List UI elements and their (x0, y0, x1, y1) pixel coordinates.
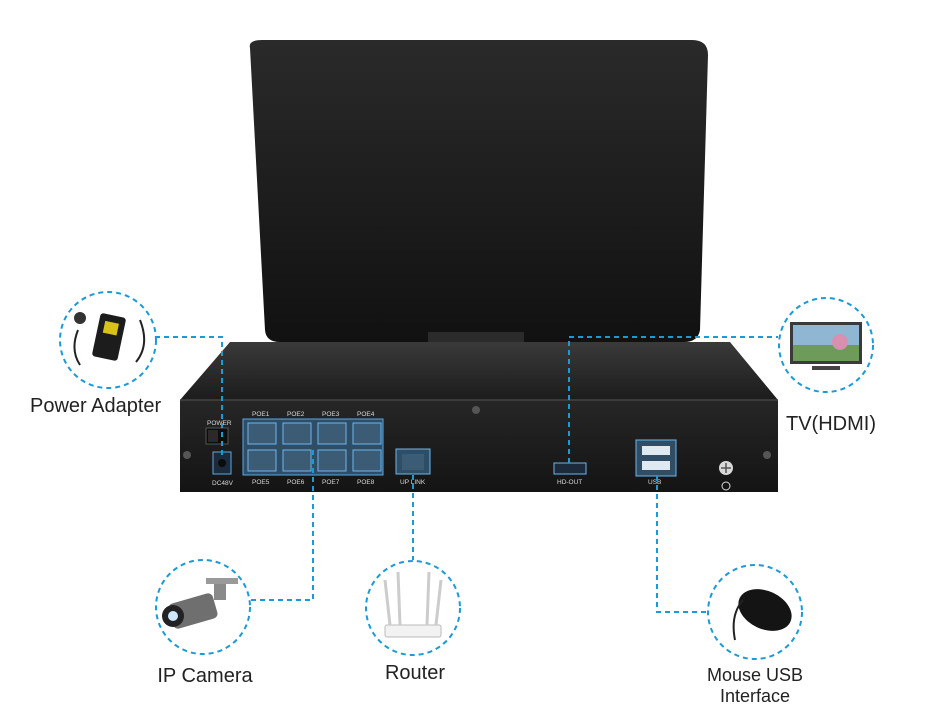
ip-camera-illustration (155, 559, 251, 655)
poe5-label: POE5 (252, 479, 270, 486)
poe2-label: POE2 (287, 411, 305, 418)
screw-top (472, 406, 480, 414)
power-adapter-illustration (59, 291, 157, 389)
poe-ports (247, 422, 382, 472)
router-illustration (365, 560, 461, 656)
connection-lines (155, 336, 778, 613)
dc-label: DC48V (212, 480, 234, 487)
ip-camera-label: IP Camera (157, 665, 253, 687)
link-mouse (656, 476, 708, 613)
mouse-label-line1: Mouse USB (706, 665, 804, 685)
link-power (155, 336, 223, 455)
poe3-label: POE3 (322, 411, 340, 418)
poe8-label: POE8 (357, 479, 375, 486)
monitor-screen (249, 40, 708, 350)
tv-illustration (778, 297, 874, 393)
screw-left (183, 451, 191, 459)
power-adapter-label: Power Adapter (30, 395, 162, 417)
poe6-label: POE6 (287, 479, 305, 486)
mouse-illustration (707, 564, 803, 660)
link-tv (568, 336, 778, 463)
screw-right (763, 451, 771, 459)
tv-hdmi-label: TV(HDMI) (786, 413, 876, 435)
hdout-label: HD-OUT (557, 479, 582, 486)
poe4-label: POE4 (357, 411, 375, 418)
router-label: Router (384, 662, 446, 684)
usb-port-block (635, 439, 677, 477)
hdout-port (553, 462, 587, 475)
uplink-label: UP LINK (400, 479, 426, 486)
link-camera (245, 450, 314, 601)
poe1-label: POE1 (252, 411, 270, 418)
power-label: POWER (207, 420, 232, 427)
mouse-label-line2: Interface (719, 686, 791, 706)
nvr-body: POWER DC48V POE1 POE2 POE3 POE4 POE5 POE… (180, 342, 778, 492)
poe7-label: POE7 (322, 479, 340, 486)
usb-label: USB (648, 479, 661, 486)
